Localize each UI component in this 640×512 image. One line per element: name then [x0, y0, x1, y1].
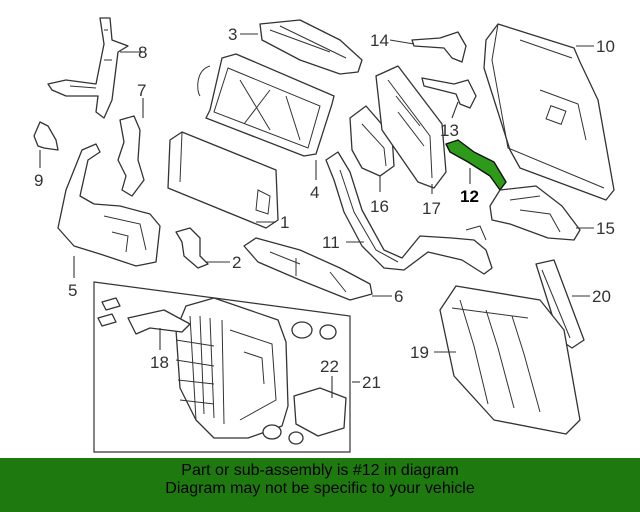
part-7-bracket — [117, 115, 145, 197]
callout-13: 13 — [440, 121, 459, 140]
part-21-assembly-box — [93, 281, 351, 453]
callout-18: 18 — [150, 353, 169, 372]
callout-6: 6 — [394, 287, 403, 306]
callout-4: 4 — [310, 183, 319, 202]
part-1-module — [167, 131, 279, 229]
leader-lines — [39, 33, 594, 398]
callout-10: 10 — [596, 37, 615, 56]
part-13-bracket — [421, 77, 477, 109]
callout-1: 1 — [280, 213, 289, 232]
part-11-harness — [325, 151, 493, 275]
callout-16: 16 — [370, 197, 389, 216]
part-2-bracket — [175, 227, 209, 269]
part-6-bracket — [243, 237, 373, 301]
part-12-highlighted — [445, 139, 507, 191]
part-16-bracket — [349, 105, 395, 177]
part-14-bracket — [411, 31, 467, 63]
callout-14: 14 — [370, 31, 389, 50]
footer-banner: Part or sub-assembly is #12 in diagram D… — [0, 458, 640, 512]
callout-5: 5 — [68, 281, 77, 300]
footer-line-2: Diagram may not be specific to your vehi… — [165, 480, 475, 497]
callout-20: 20 — [592, 287, 611, 306]
callout-17: 17 — [422, 199, 441, 218]
callout-22: 22 — [320, 357, 339, 376]
callout-labels: 8 7 9 5 3 4 1 2 6 11 16 17 14 13 12 10 1… — [34, 25, 615, 392]
part-15-bracket — [489, 185, 581, 241]
callout-19: 19 — [410, 343, 429, 362]
part-9-clip — [33, 121, 59, 151]
callout-3: 3 — [228, 25, 237, 44]
part-8-bracket — [47, 17, 129, 119]
callout-21: 21 — [362, 373, 381, 392]
footer-line-1: Part or sub-assembly is #12 in diagram — [181, 462, 459, 479]
part-4-frame — [197, 53, 335, 157]
callout-8: 8 — [138, 43, 147, 62]
callout-11: 11 — [322, 233, 340, 252]
part-3-module — [259, 19, 363, 75]
callout-15: 15 — [596, 219, 615, 238]
callout-12-highlighted: 12 — [460, 187, 479, 206]
part-10-ecu — [483, 23, 615, 201]
parts-diagram: 8 7 9 5 3 4 1 2 6 11 16 17 14 13 12 10 1… — [33, 17, 615, 453]
callout-2: 2 — [232, 253, 241, 272]
part-19-cover — [439, 285, 581, 435]
part-17-connector — [375, 65, 447, 189]
callout-9: 9 — [34, 171, 43, 190]
callout-7-label: 7 — [137, 81, 146, 100]
part-5-bracket — [57, 143, 161, 267]
